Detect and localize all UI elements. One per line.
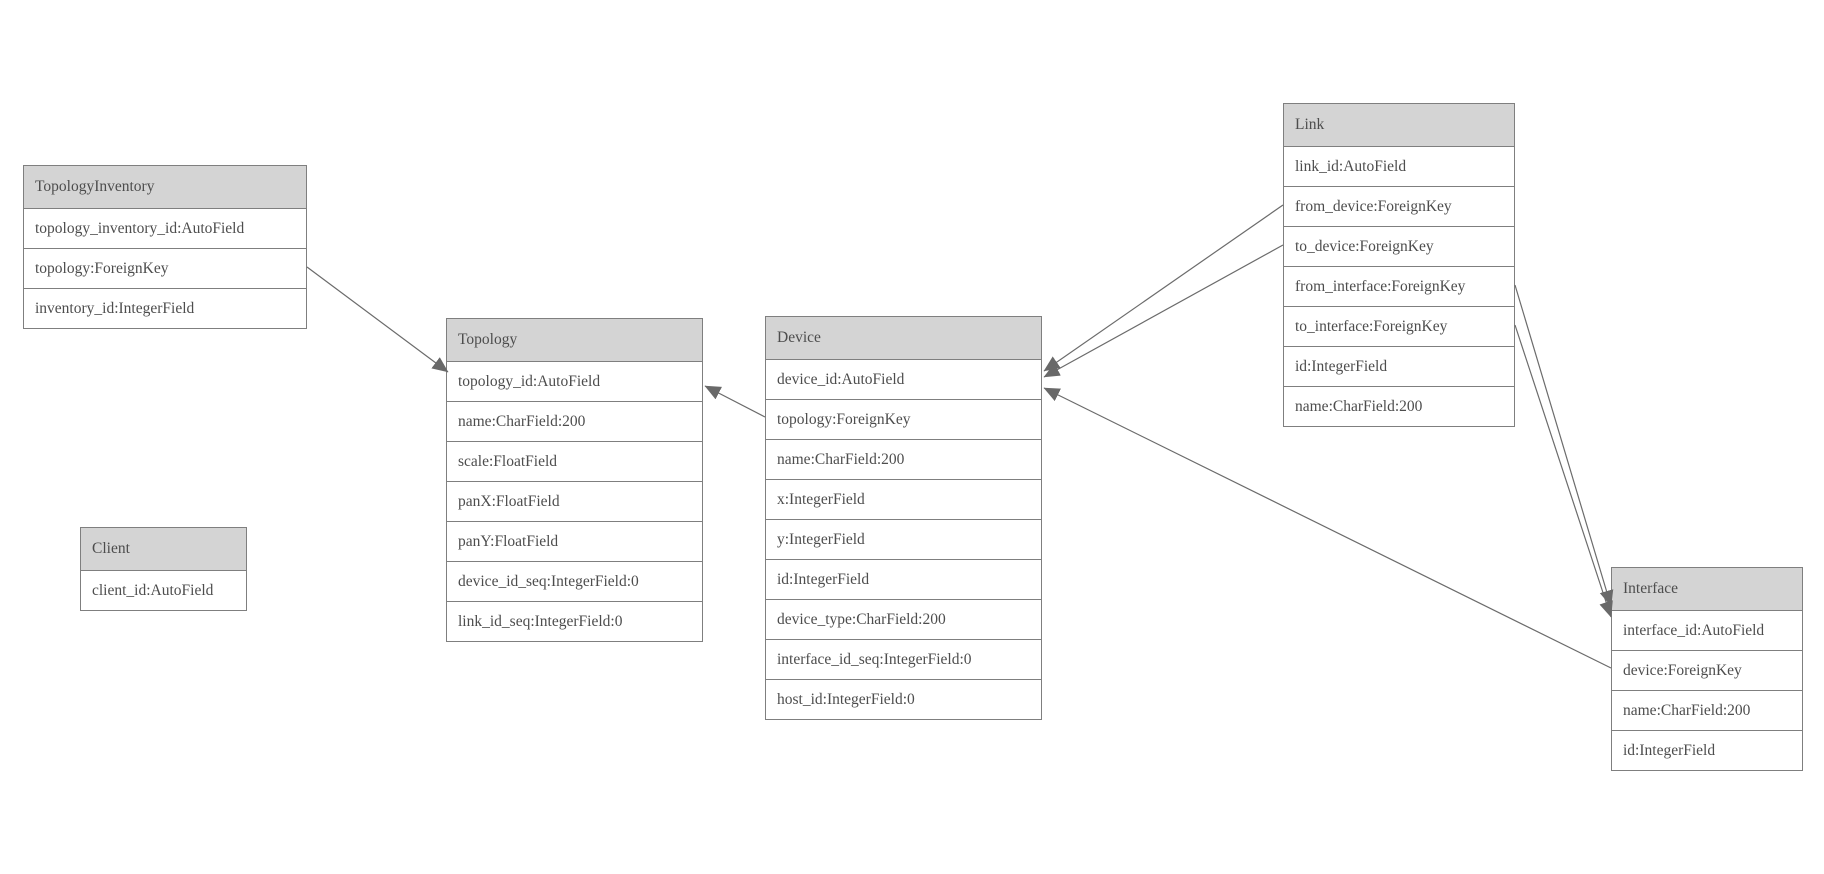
entity-topology-field-1: name:CharField:200 bbox=[447, 401, 702, 441]
entity-link-field-4: to_interface:ForeignKey bbox=[1284, 306, 1514, 346]
entity-device-field-4: y:IntegerField bbox=[766, 519, 1041, 559]
entity-client-title: Client bbox=[81, 528, 246, 570]
entity-device-field-5: id:IntegerField bbox=[766, 559, 1041, 599]
entity-device-field-3: x:IntegerField bbox=[766, 479, 1041, 519]
entity-topology-inventory-field-0: topology_inventory_id:AutoField bbox=[24, 208, 306, 248]
entity-topology-field-6: link_id_seq:IntegerField:0 bbox=[447, 601, 702, 641]
entity-link-field-3: from_interface:ForeignKey bbox=[1284, 266, 1514, 306]
edge-interface-device-to-device bbox=[1043, 387, 1612, 669]
entity-client-field-0: client_id:AutoField bbox=[81, 570, 246, 610]
entity-interface-title: Interface bbox=[1612, 568, 1802, 610]
entity-link-field-1: from_device:ForeignKey bbox=[1284, 186, 1514, 226]
entity-interface-field-1: device:ForeignKey bbox=[1612, 650, 1802, 690]
entity-device-title: Device bbox=[766, 317, 1041, 359]
edge-device-topology-to-topology bbox=[704, 385, 766, 418]
entity-topology-field-4: panY:FloatField bbox=[447, 521, 702, 561]
edge-link-from-device-to-device bbox=[1043, 204, 1284, 372]
entity-device-field-0: device_id:AutoField bbox=[766, 359, 1041, 399]
entity-device-field-2: name:CharField:200 bbox=[766, 439, 1041, 479]
entity-interface-field-3: id:IntegerField bbox=[1612, 730, 1802, 770]
entity-link-field-5: id:IntegerField bbox=[1284, 346, 1514, 386]
entity-link-field-2: to_device:ForeignKey bbox=[1284, 226, 1514, 266]
entity-topology-inventory-field-1: topology:ForeignKey bbox=[24, 248, 306, 288]
entity-topology-title: Topology bbox=[447, 319, 702, 361]
entity-topology-inventory-title: TopologyInventory bbox=[24, 166, 306, 208]
edge-topologyinventory-topology-to-topology bbox=[306, 266, 449, 373]
entity-interface-field-2: name:CharField:200 bbox=[1612, 690, 1802, 730]
entity-device-field-7: interface_id_seq:IntegerField:0 bbox=[766, 639, 1041, 679]
entity-device-field-6: device_type:CharField:200 bbox=[766, 599, 1041, 639]
entity-topology-field-0: topology_id:AutoField bbox=[447, 361, 702, 401]
entity-device-field-1: topology:ForeignKey bbox=[766, 399, 1041, 439]
entity-link-field-0: link_id:AutoField bbox=[1284, 146, 1514, 186]
edge-link-from-interface-to-interface bbox=[1514, 284, 1614, 607]
edge-link-to-interface-to-interface bbox=[1514, 324, 1613, 618]
entity-topology-inventory-field-2: inventory_id:IntegerField bbox=[24, 288, 306, 328]
entity-link-title: Link bbox=[1284, 104, 1514, 146]
entity-topology-field-2: scale:FloatField bbox=[447, 441, 702, 481]
entity-link-field-6: name:CharField:200 bbox=[1284, 386, 1514, 426]
edge-link-to-device-to-device bbox=[1043, 244, 1284, 378]
entity-topology-field-5: device_id_seq:IntegerField:0 bbox=[447, 561, 702, 601]
entity-interface-field-0: interface_id:AutoField bbox=[1612, 610, 1802, 650]
entity-topology-field-3: panX:FloatField bbox=[447, 481, 702, 521]
entity-device-field-8: host_id:IntegerField:0 bbox=[766, 679, 1041, 719]
